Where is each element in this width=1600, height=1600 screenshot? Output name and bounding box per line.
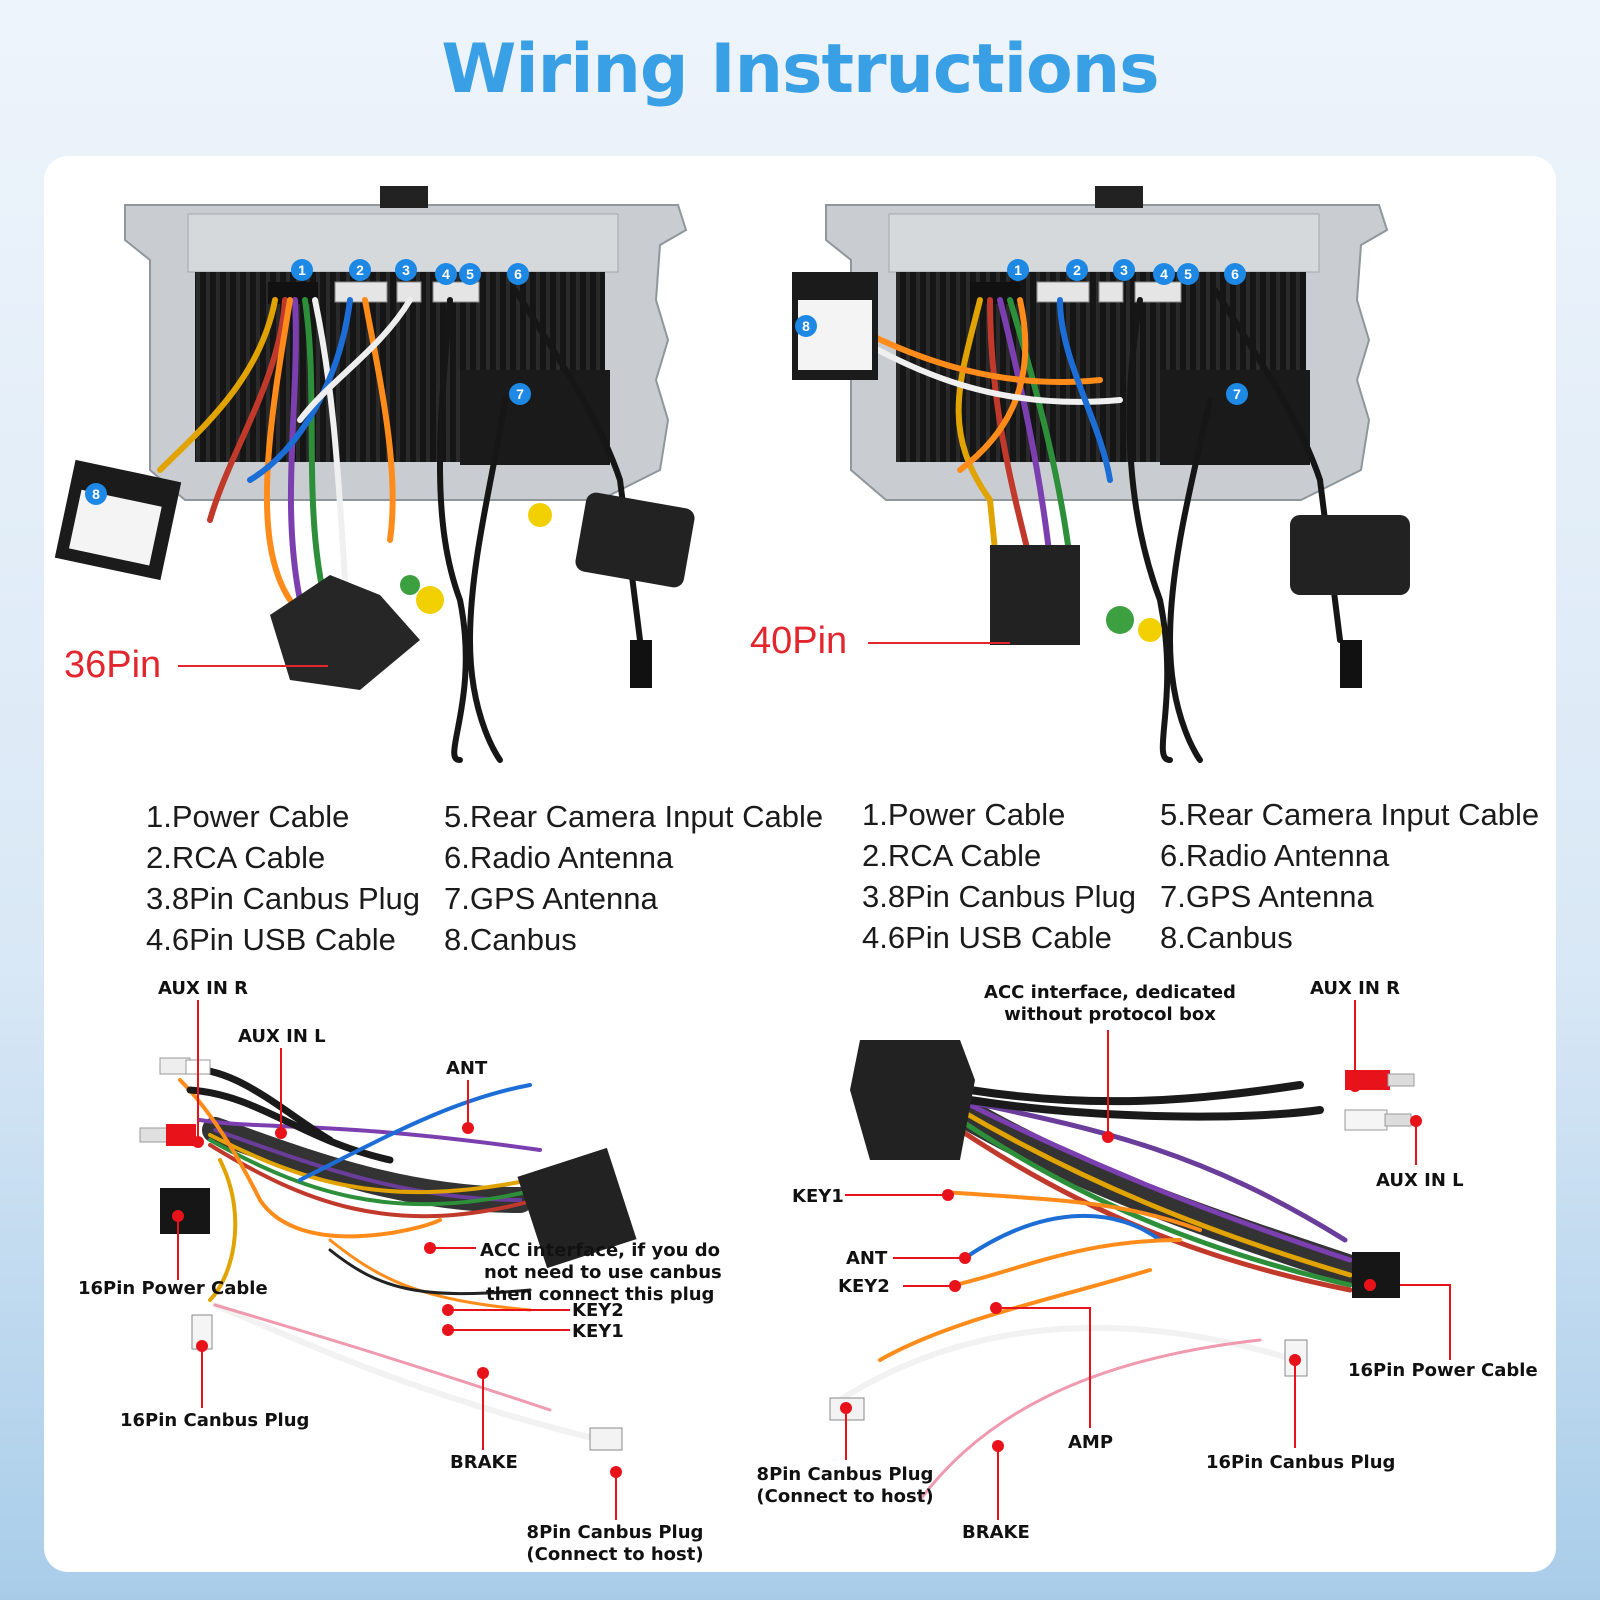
badge-number: 5 <box>466 266 474 282</box>
label-aux-in-l: AUX IN L <box>238 1026 326 1047</box>
badge-circle <box>349 259 371 281</box>
label-key2: KEY2 <box>838 1276 890 1297</box>
legend-item: 7.GPS Antenna <box>444 881 658 916</box>
legend-item: 6.Radio Antenna <box>444 840 674 875</box>
legend-left-col2: 5.Rear Camera Input Cable 6.Radio Antenn… <box>444 796 823 960</box>
legend-item: 2.RCA Cable <box>146 840 326 875</box>
badge-circle <box>795 315 817 337</box>
legend-right-col2: 5.Rear Camera Input Cable 6.Radio Antenn… <box>1160 794 1539 958</box>
badge-circle <box>1224 263 1246 285</box>
badge-number: 6 <box>1231 266 1239 282</box>
badge-number: 3 <box>402 262 410 278</box>
label-aux-in-r: AUX IN R <box>158 978 249 999</box>
head-unit-36pin <box>54 186 695 763</box>
badge-circle <box>435 263 457 285</box>
label-aux-in-r: AUX IN R <box>1310 978 1401 999</box>
connector-label-40pin: 40Pin <box>750 620 848 662</box>
badge-number: 8 <box>802 318 810 334</box>
legend-item: 8.Canbus <box>1160 920 1293 955</box>
label-acc-interface: ACC interface, if you do not need to use… <box>480 1240 722 1305</box>
harness-36pin <box>139 1000 637 1520</box>
badge-number: 3 <box>1120 262 1128 278</box>
label-amp: AMP <box>1068 1432 1114 1453</box>
badge-number: 2 <box>1073 262 1081 278</box>
legend-item: 7.GPS Antenna <box>1160 879 1374 914</box>
legend-item: 6.Radio Antenna <box>1160 838 1390 873</box>
badge-circle <box>1066 259 1088 281</box>
badge-number: 5 <box>1184 266 1192 282</box>
legend-item: 3.8Pin Canbus Plug <box>146 881 421 916</box>
label-ant: ANT <box>446 1058 488 1079</box>
badge-circle <box>507 263 529 285</box>
legend-item: 1.Power Cable <box>146 799 350 834</box>
legend-item: 5.Rear Camera Input Cable <box>444 799 824 834</box>
label-key1: KEY1 <box>572 1321 624 1342</box>
badge-circle <box>85 483 107 505</box>
label-16pin-canbus: 16Pin Canbus Plug <box>1206 1452 1396 1473</box>
badge-number: 1 <box>1014 262 1022 278</box>
legend-item: 4.6Pin USB Cable <box>862 920 1112 955</box>
label-acc-dedicated: ACC interface, dedicated without protoco… <box>984 982 1236 1025</box>
label-16pin-power: 16Pin Power Cable <box>78 1278 268 1299</box>
legend-item: 2.RCA Cable <box>862 838 1042 873</box>
legend-left-col1: 1.Power Cable 2.RCA Cable 3.8Pin Canbus … <box>146 796 420 960</box>
badge-number: 7 <box>1233 386 1241 402</box>
label-16pin-power: 16Pin Power Cable <box>1348 1360 1538 1381</box>
label-8pin-canbus: 8Pin Canbus Plug (Connect to host) <box>756 1464 934 1507</box>
label-key1: KEY1 <box>792 1186 844 1207</box>
badge-circle <box>1177 263 1199 285</box>
legend-item: 1.Power Cable <box>862 797 1066 832</box>
harness-40pin <box>829 1000 1451 1520</box>
badge-number: 1 <box>298 262 306 278</box>
label-key2: KEY2 <box>572 1300 624 1321</box>
label-aux-in-l: AUX IN L <box>1376 1170 1464 1191</box>
badge-number: 2 <box>356 262 364 278</box>
label-16pin-canbus: 16Pin Canbus Plug <box>120 1410 310 1431</box>
badge-circle <box>1007 259 1029 281</box>
badge-circle <box>1153 263 1175 285</box>
legend-item: 3.8Pin Canbus Plug <box>862 879 1137 914</box>
badge-circle <box>509 383 531 405</box>
legend-item: 5.Rear Camera Input Cable <box>1160 797 1540 832</box>
badge-number: 4 <box>442 266 450 282</box>
badge-number: 8 <box>92 486 100 502</box>
page-title: Wiring Instructions <box>441 30 1159 109</box>
legend-right-col1: 1.Power Cable 2.RCA Cable 3.8Pin Canbus … <box>862 794 1136 958</box>
label-brake: BRAKE <box>962 1522 1030 1543</box>
label-ant: ANT <box>846 1248 888 1269</box>
badge-number: 6 <box>514 266 522 282</box>
head-unit-40pin <box>792 186 1410 763</box>
badge-circle <box>1113 259 1135 281</box>
label-brake: BRAKE <box>450 1452 518 1473</box>
legend-item: 8.Canbus <box>444 922 577 957</box>
badge-circle <box>459 263 481 285</box>
badge-number: 4 <box>1160 266 1168 282</box>
badge-circle <box>395 259 417 281</box>
legend-item: 4.6Pin USB Cable <box>146 922 396 957</box>
badge-number: 7 <box>516 386 524 402</box>
badge-circle <box>1226 383 1248 405</box>
badge-circle <box>291 259 313 281</box>
label-8pin-canbus: 8Pin Canbus Plug (Connect to host) <box>526 1522 704 1565</box>
connector-label-36pin: 36Pin <box>64 644 162 686</box>
